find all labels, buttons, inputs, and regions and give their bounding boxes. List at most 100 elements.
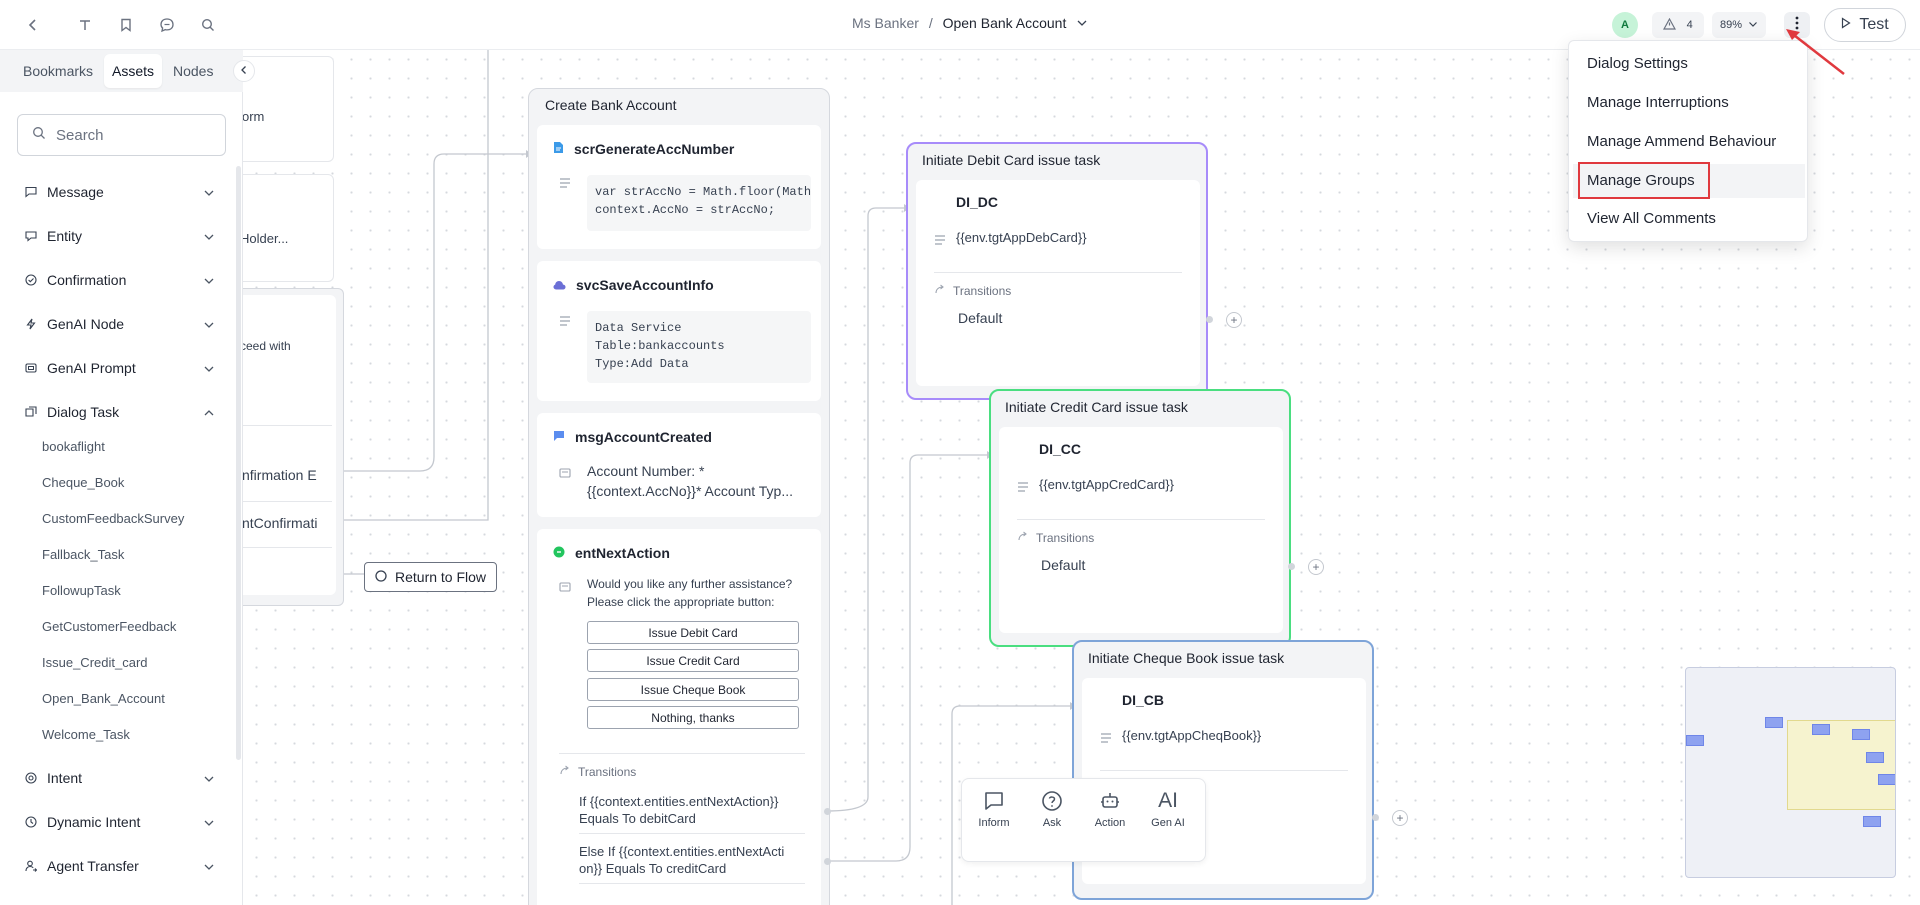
menu-item-manage-groups[interactable]: Manage Groups (1573, 164, 1805, 198)
dialog-task-icon (25, 406, 41, 418)
connector-dot[interactable] (824, 808, 831, 815)
dialog-task-item[interactable]: Welcome_Task (42, 727, 130, 742)
dialog-task-item[interactable]: Fallback_Task (42, 547, 125, 562)
task-cheque-book[interactable]: Initiate Cheque Book issue task DI_CB {{… (1072, 640, 1374, 900)
breadcrumb-parent[interactable]: Ms Banker (852, 15, 919, 31)
script-node[interactable]: scrGenerateAccNumber var strAccNo = Math… (537, 125, 821, 249)
menu-item-manage-ammend-behaviour[interactable]: Manage Ammend Behaviour (1587, 133, 1777, 150)
gen-ai-icon: AI (1158, 789, 1178, 812)
test-button[interactable]: Test (1824, 8, 1906, 42)
chevron-down-icon[interactable] (1076, 16, 1088, 32)
category-message[interactable]: Message (25, 180, 215, 204)
chevron-down-icon (203, 860, 215, 876)
task-debit-card[interactable]: Initiate Debit Card issue task DI_DC {{e… (906, 142, 1208, 400)
search-icon[interactable] (197, 14, 219, 36)
divider (220, 501, 332, 502)
category-intent[interactable]: Intent (25, 766, 215, 790)
sidebar-tabs: Bookmarks Assets Nodes (0, 50, 243, 92)
dialog-task-item[interactable]: GetCustomerFeedback (42, 619, 177, 634)
message-node-title: msgAccountCreated (553, 429, 712, 445)
transition-row[interactable]: Else If {{context.entities.entNextActi o… (579, 844, 785, 876)
action-icon (1101, 793, 1119, 808)
breadcrumb-current[interactable]: Open Bank Account (942, 15, 1067, 31)
dialog-task-item[interactable]: CustomFeedbackSurvey (42, 511, 185, 526)
task-node-name: DI_DC (956, 194, 999, 210)
breadcrumb: Ms Banker / Open Bank Account (852, 15, 1088, 32)
entity-node[interactable]: entNextAction Would you like any further… (537, 529, 821, 905)
inform-tool[interactable]: Inform (966, 789, 1022, 829)
collapse-sidebar-button[interactable] (233, 60, 255, 82)
category-agent-transfer[interactable]: Agent Transfer (25, 854, 215, 878)
option-button[interactable]: Nothing, thanks (587, 706, 799, 729)
connector-dot[interactable] (824, 858, 831, 865)
connector-dot[interactable] (1288, 563, 1295, 570)
sidebar-scrollbar[interactable] (236, 166, 241, 760)
menu-item-manage-interruptions[interactable]: Manage Interruptions (1587, 94, 1729, 111)
category-genai-prompt[interactable]: GenAI Prompt (25, 356, 215, 380)
category-confirmation[interactable]: Confirmation (25, 268, 215, 292)
gen-ai-tool[interactable]: AI Gen AI (1140, 789, 1196, 829)
bookmark-icon[interactable] (115, 14, 137, 36)
category-entity[interactable]: Entity (25, 224, 215, 248)
chevron-left-icon (239, 62, 249, 80)
tab-assets[interactable]: Assets (104, 54, 163, 88)
comment-icon[interactable] (156, 14, 178, 36)
menu-item-dialog-settings[interactable]: Dialog Settings (1587, 55, 1688, 72)
dialog-task-item[interactable]: Cheque_Book (42, 475, 125, 490)
card-icon (559, 579, 571, 597)
script-node-name: scrGenerateAccNumber (574, 141, 735, 157)
action-tool[interactable]: Action (1082, 789, 1138, 829)
connector-dot[interactable] (1206, 316, 1213, 323)
dialog-task-item[interactable]: Open_Bank_Account (42, 691, 165, 706)
connector-dot[interactable] (1372, 814, 1379, 821)
breadcrumb-separator: / (928, 15, 933, 31)
default-transition[interactable]: Default (1041, 557, 1086, 573)
warnings-badge[interactable]: 4 (1652, 12, 1704, 38)
flow-canvas[interactable]: orm Holder... ceed with nfirmation E ntC… (0, 50, 1920, 905)
add-node-button[interactable]: + (1308, 559, 1324, 575)
menu-item-view-all-comments[interactable]: View All Comments (1587, 210, 1716, 227)
partial-node-text: nfirmation E (242, 467, 317, 483)
search-field[interactable] (17, 114, 226, 156)
category-dynamic-intent[interactable]: Dynamic Intent (25, 810, 215, 834)
default-transition[interactable]: Default (958, 310, 1003, 326)
text-icon[interactable] (74, 14, 96, 36)
minimap[interactable] (1685, 667, 1896, 878)
highlight-box (1578, 162, 1710, 199)
transitions-label: Transitions (934, 284, 1011, 298)
service-node[interactable]: svcSaveAccountInfo Data Service Table:ba… (537, 261, 821, 401)
add-node-button[interactable]: + (1392, 810, 1408, 826)
option-button[interactable]: Issue Credit Card (587, 649, 799, 672)
tab-bookmarks[interactable]: Bookmarks (23, 63, 94, 79)
partial-node-text: orm (242, 109, 265, 124)
option-button[interactable]: Issue Debit Card (587, 621, 799, 644)
option-button[interactable]: Issue Cheque Book (587, 678, 799, 701)
search-input[interactable] (56, 126, 206, 144)
dialog-task-item[interactable]: Issue_Credit_card (42, 655, 148, 670)
dialog-task-item[interactable]: bookaflight (42, 439, 105, 454)
avatar[interactable]: A (1612, 12, 1638, 38)
inform-icon (985, 792, 1003, 810)
transition-row[interactable]: If {{context.entities.entNextAction}} Eq… (579, 794, 779, 826)
task-node-name: DI_CC (1039, 441, 1082, 457)
lines-icon (1100, 730, 1112, 748)
message-node[interactable]: msgAccountCreated Account Number: * {{co… (537, 413, 821, 517)
minimap-viewport[interactable] (1787, 720, 1895, 810)
back-icon[interactable] (22, 14, 44, 36)
chevron-up-icon (203, 406, 215, 422)
agent-transfer-icon (25, 860, 41, 872)
category-label: GenAI Node (47, 316, 125, 332)
zoom-select[interactable]: 89% (1712, 12, 1766, 38)
category-dialog-task[interactable]: Dialog Task (25, 400, 215, 424)
group-create-bank-account[interactable]: Create Bank Account scrGenerateAccNumber… (528, 88, 830, 905)
task-credit-card[interactable]: Initiate Credit Card issue task DI_CC {{… (989, 389, 1291, 647)
return-to-flow-node[interactable]: Return to Flow (364, 562, 497, 592)
category-genai-node[interactable]: GenAI Node (25, 312, 215, 336)
chevron-down-icon (203, 362, 215, 378)
transitions-icon (1017, 531, 1028, 545)
add-node-button[interactable]: + (1226, 312, 1242, 328)
tab-nodes[interactable]: Nodes (173, 63, 214, 79)
transitions-label: Transitions (1017, 531, 1094, 545)
ask-tool[interactable]: Ask (1024, 789, 1080, 829)
dialog-task-item[interactable]: FollowupTask (42, 583, 121, 598)
